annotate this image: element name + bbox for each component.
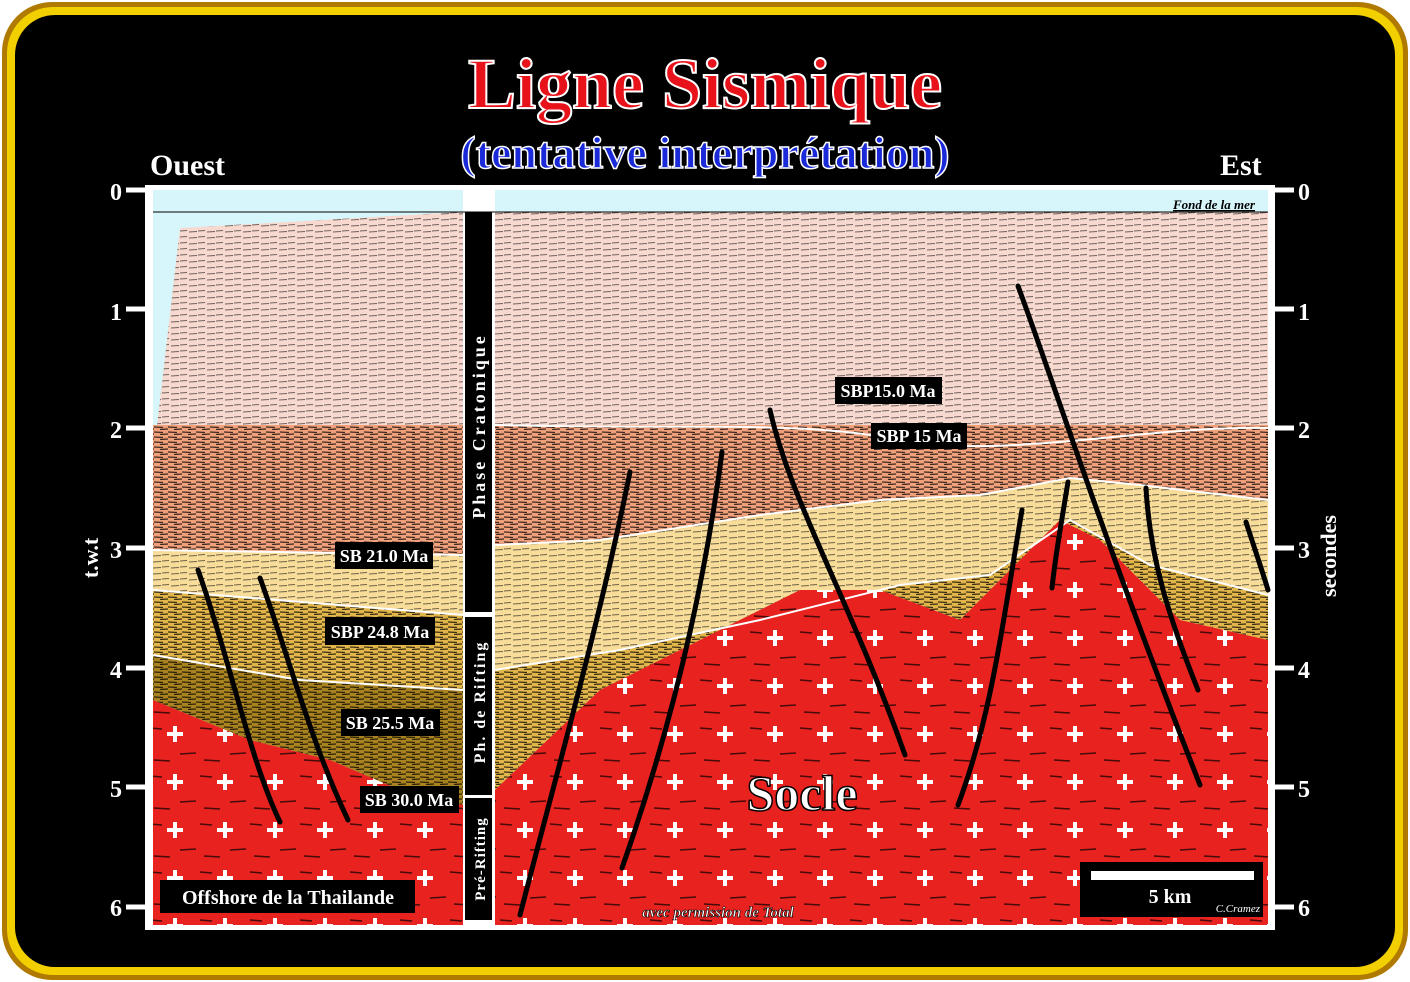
left-section <box>152 190 464 925</box>
location-label: Offshore de la Thailande <box>182 887 394 909</box>
fault <box>767 407 908 758</box>
figure-subtitle: (tentative interprétation) <box>460 127 949 178</box>
horizon-labels: SBP15.0 Ma SBP 15 Ma SB 21.0 Ma SBP 24.8… <box>325 377 967 813</box>
author-label: C.Cramez <box>1216 903 1261 915</box>
fault <box>1143 485 1201 693</box>
tick-label: 1 <box>1298 300 1310 326</box>
scale-bar: 5 km C.Cramez <box>1080 862 1263 917</box>
right-axis-label: secondes <box>1316 515 1341 597</box>
horizon-label-sb25-5: SB 25.5 Ma <box>346 713 435 733</box>
tick-label: 6 <box>110 896 122 922</box>
tick-label: 4 <box>1298 658 1310 684</box>
tick-label: 3 <box>1298 538 1310 564</box>
fault <box>1243 519 1271 593</box>
fault <box>955 507 1025 808</box>
tick-label: 6 <box>1298 896 1310 922</box>
horizon-label-sbp15-0: SBP15.0 Ma <box>840 381 935 401</box>
scale-label: 5 km <box>1149 886 1192 908</box>
fault <box>195 567 283 825</box>
tick-label: 5 <box>110 777 122 803</box>
left-axis: 0 1 2 3 4 5 6 t.w.t <box>78 180 147 922</box>
right-axis: 0 1 2 3 4 5 6 secondes <box>1273 180 1341 922</box>
horizon-label-sb21: SB 21.0 Ma <box>340 546 429 566</box>
east-label: Est <box>1220 149 1262 182</box>
horizon-label-sbp15: SBP 15 Ma <box>876 426 961 446</box>
fault <box>619 449 725 871</box>
figure-title: Ligne Sismique <box>468 44 942 124</box>
horizon-label-sbp24-8: SBP 24.8 Ma <box>331 622 430 642</box>
fault <box>1049 479 1071 591</box>
phase-prerifting-label: Pré-Rifting <box>473 817 489 900</box>
tick-label: 0 <box>110 180 122 206</box>
horizon-label-sb30: SB 30.0 Ma <box>365 790 454 810</box>
basement-label: Socle <box>746 765 857 821</box>
tick-label: 0 <box>1298 180 1310 206</box>
phase-cratonic-bar <box>465 212 492 612</box>
phase-rifting-bar <box>465 617 492 795</box>
tick-label: 5 <box>1298 777 1310 803</box>
west-label: Ouest <box>150 149 225 182</box>
left-axis-label: t.w.t <box>78 537 103 578</box>
fault <box>1015 283 1203 788</box>
right-section <box>494 190 1269 925</box>
faults <box>195 283 1271 918</box>
tick-label: 1 <box>110 300 122 326</box>
fault <box>517 469 633 918</box>
tick-label: 4 <box>110 658 122 684</box>
fault <box>257 575 351 823</box>
phase-cratonic-label: Phase Cratonique <box>469 333 489 519</box>
tick-label: 2 <box>110 418 122 444</box>
tick-label: 3 <box>110 538 122 564</box>
seafloor-label: Fond de la mer <box>1172 197 1256 212</box>
location-box <box>160 880 415 913</box>
phase-prerifting-bar <box>465 798 492 920</box>
phase-rifting-label: Ph. de Rifting <box>472 641 489 764</box>
tick-label: 2 <box>1298 418 1310 444</box>
credit-label: avec permission de Total <box>642 905 794 921</box>
